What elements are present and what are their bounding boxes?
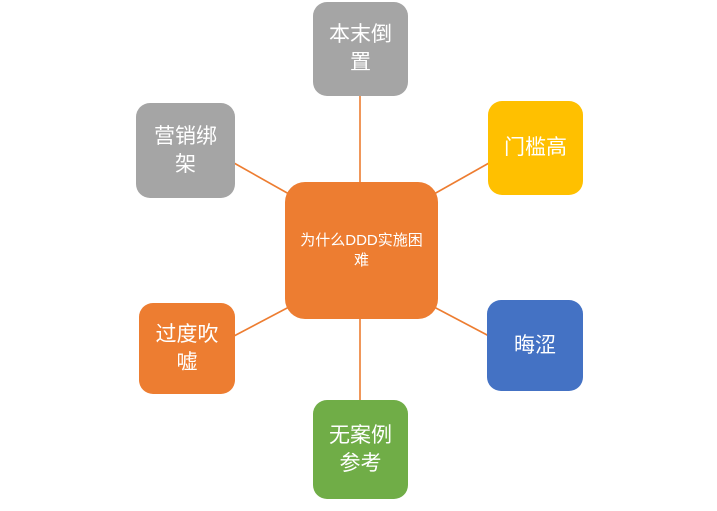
connector-center-to-top-left	[233, 162, 290, 195]
node-bottom-right[interactable]: 晦涩	[487, 300, 583, 391]
connector-center-to-bottom-right	[433, 306, 490, 337]
node-bottom-left[interactable]: 过度吹嘘	[139, 303, 235, 394]
node-top-right[interactable]: 门槛高	[488, 101, 583, 195]
node-top-label: 本末倒置	[329, 23, 392, 74]
node-top-left-label: 营销绑架	[154, 124, 217, 176]
node-bottom[interactable]: 无案例参考	[313, 400, 408, 499]
node-top-right-label: 门槛高	[504, 136, 567, 160]
node-top[interactable]: 本末倒置	[313, 2, 408, 96]
connector-center-to-top-right	[433, 162, 490, 195]
node-bottom-left-label: 过度吹嘘	[155, 322, 219, 374]
node-bottom-label: 无案例参考	[329, 423, 392, 475]
node-bottom-right-label: 晦涩	[514, 333, 556, 357]
node-top-left[interactable]: 营销绑架	[136, 103, 235, 198]
center-node-label: 为什么DDD实施困难	[300, 231, 423, 269]
center-node[interactable]: 为什么DDD实施困难	[285, 182, 438, 319]
connector-center-to-bottom-left	[233, 306, 290, 337]
